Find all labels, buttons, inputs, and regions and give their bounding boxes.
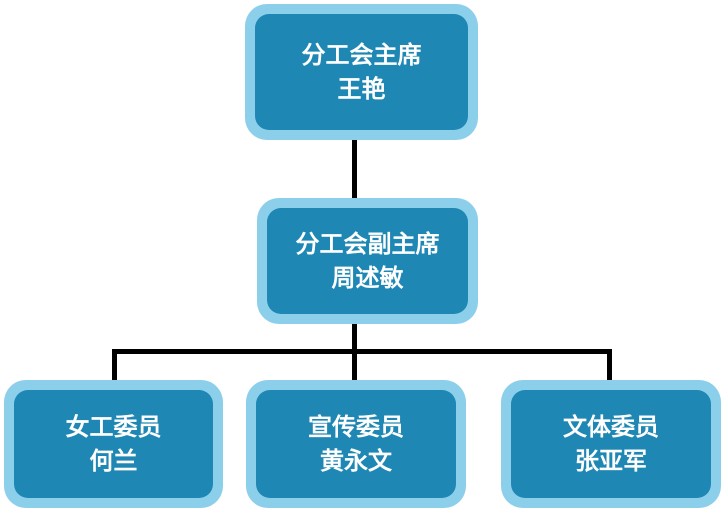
member-title: 女工委员 — [65, 413, 162, 441]
member-name: 张亚军 — [575, 447, 647, 475]
node-vice-chair-box: 分工会副主席 周述敏 — [267, 208, 468, 314]
connector-chair-to-vice — [352, 140, 357, 200]
member-title: 宣传委员 — [308, 413, 404, 441]
node-member-publicity-box: 宣传委员 黄永文 — [256, 390, 456, 498]
member-name: 何兰 — [89, 447, 138, 475]
member-name: 黄永文 — [320, 447, 392, 475]
node-member-sports-box: 文体委员 张亚军 — [511, 390, 711, 498]
node-member-sports: 文体委员 张亚军 — [501, 380, 721, 508]
node-member-women-box: 女工委员 何兰 — [14, 390, 213, 498]
vice-chair-title: 分工会副主席 — [295, 230, 440, 258]
connector-bus-to-member-1 — [112, 349, 117, 380]
chair-title: 分工会主席 — [301, 41, 422, 69]
vice-chair-name: 周述敏 — [331, 264, 404, 292]
chair-name: 王艳 — [337, 75, 386, 103]
node-member-women: 女工委员 何兰 — [4, 380, 223, 508]
connector-horizontal-bus — [112, 349, 612, 354]
node-chair-box: 分工会主席 王艳 — [255, 14, 468, 130]
node-member-publicity: 宣传委员 黄永文 — [246, 380, 466, 508]
node-vice-chair: 分工会副主席 周述敏 — [257, 198, 478, 324]
member-title: 文体委员 — [563, 413, 659, 441]
connector-bus-to-member-3 — [607, 349, 612, 380]
node-chair: 分工会主席 王艳 — [245, 4, 478, 140]
